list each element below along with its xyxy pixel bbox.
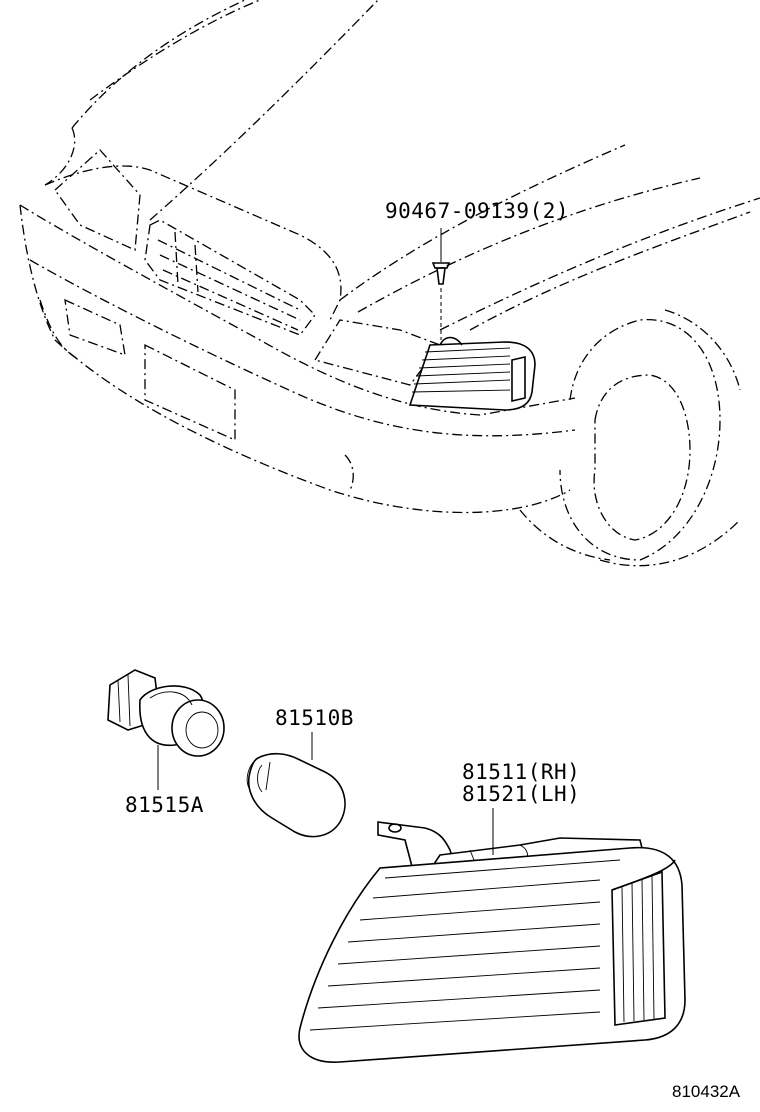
bulb-part-number: 81510B (275, 706, 354, 730)
vehicle-front-outline (19, 0, 760, 567)
socket-part-icon (107, 669, 225, 757)
lamp-assembly-icon (298, 821, 686, 1063)
screw-part-icon (431, 228, 451, 340)
socket-part-number: 81515A (125, 793, 204, 817)
bulb-part-icon (246, 752, 346, 838)
screw-part-number: 90467-09139(2) (385, 199, 569, 223)
corner-lamp-installed (408, 336, 536, 411)
lamp-lh-part-number: 81521(LH) (462, 782, 580, 806)
diagram-code: 810432A (672, 1082, 741, 1101)
lamp-rh-part-number: 81511(RH) (462, 760, 580, 784)
